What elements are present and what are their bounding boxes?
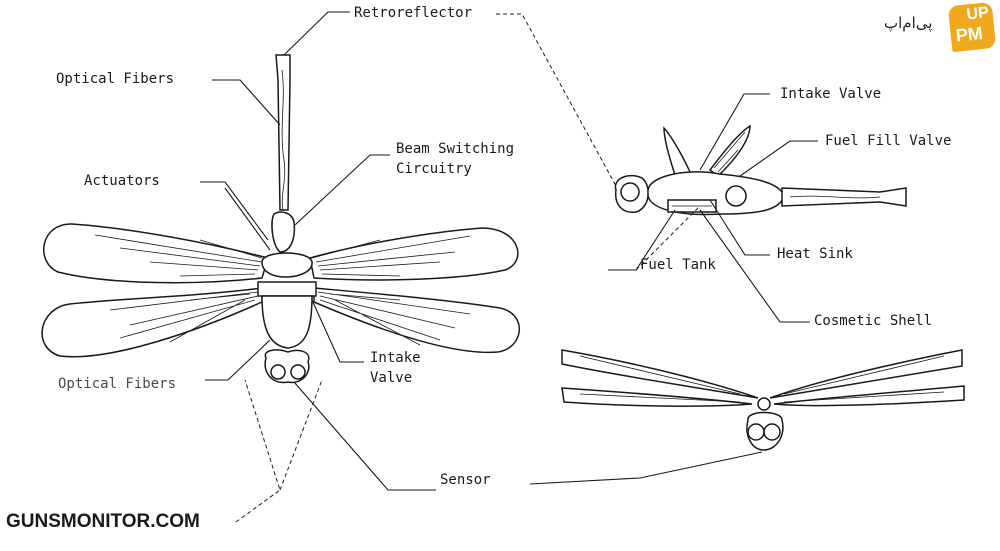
front-wing-left-upper (561, 349, 759, 399)
watermark-text: GUNSMONITOR.COM (6, 511, 200, 532)
logo-badge: UP PM (947, 1, 997, 53)
side-wing-rear (663, 126, 692, 180)
wing-lower-left (41, 287, 263, 358)
wing-lower-right (313, 287, 520, 354)
dragonfly-side-view (614, 124, 907, 216)
wing-upper-right (309, 227, 519, 281)
label-optical-fibers-top: Optical Fibers (56, 71, 174, 87)
label-cosmetic-shell: Cosmetic Shell (814, 313, 932, 329)
label-beam-switching: Beam Switching (396, 141, 514, 157)
label-circuitry: Circuitry (396, 161, 472, 177)
label-fuel-tank: Fuel Tank (640, 257, 716, 273)
tail-abdomen (275, 54, 291, 211)
label-intake-left-2: Valve (370, 370, 412, 386)
label-intake-left-1: Intake (370, 350, 421, 366)
label-sensor: Sensor (440, 472, 491, 488)
front-wing-right-lower (773, 385, 965, 407)
leader-lines (200, 11, 818, 523)
label-fuel-fill-valve: Fuel Fill Valve (825, 133, 951, 149)
dragonfly-front-view (561, 349, 965, 451)
heat-sink-shape (725, 185, 747, 207)
logo-script: پی‌ام‌اپ (884, 14, 933, 32)
wing-joint (257, 281, 317, 297)
wing-upper-left (43, 223, 269, 284)
labels: Retroreflector Optical Fibers Beam Switc… (56, 5, 951, 488)
side-wing-front (708, 124, 751, 177)
label-optical-fibers-bottom: Optical Fibers (58, 376, 176, 392)
logo-badge-pm: PM (954, 22, 984, 46)
site-logo: پی‌ام‌اپ UP PM (884, 1, 997, 53)
thorax-upper (261, 252, 313, 278)
front-wing-left-lower (561, 387, 753, 407)
label-actuators: Actuators (84, 173, 160, 189)
beam-switching-segment (271, 211, 296, 253)
logo-badge-up: UP (965, 4, 990, 24)
label-retroreflector: Retroreflector (354, 5, 472, 21)
label-heat-sink: Heat Sink (777, 246, 853, 262)
dragonfly-top-view (41, 54, 520, 384)
label-intake-valve-right: Intake Valve (780, 86, 881, 102)
thorax-lower (261, 295, 313, 349)
